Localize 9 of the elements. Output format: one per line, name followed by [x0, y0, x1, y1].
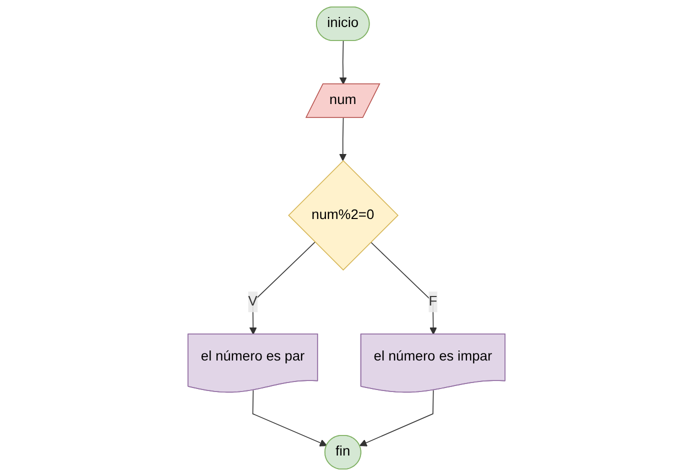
arrow: [339, 40, 347, 85]
arrow: [252, 390, 328, 446]
node-diamond: num%2=0: [288, 160, 399, 271]
arrow: [370, 242, 438, 335]
arrow: [339, 117, 347, 162]
arrow: [249, 242, 316, 335]
edge-label: V: [248, 294, 258, 309]
arrow: [359, 390, 434, 446]
edge-label: F: [428, 294, 438, 309]
